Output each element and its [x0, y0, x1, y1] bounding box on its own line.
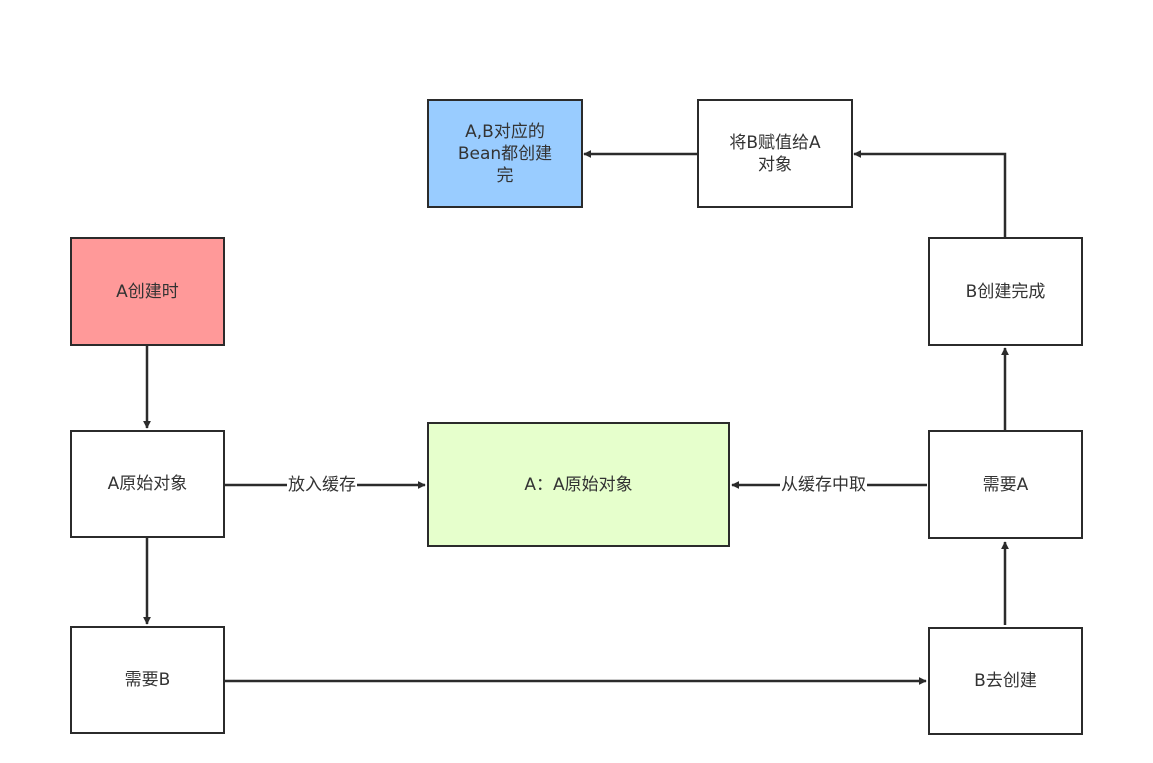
node-need-b: 需要B — [70, 626, 225, 734]
node-b-done: B创建完成 — [928, 237, 1083, 346]
edge-label-get-cache: 从缓存中取 — [780, 474, 867, 496]
node-a-create: A创建时 — [70, 237, 225, 346]
edge-b-done-to-assign — [853, 150, 1007, 237]
node-all-done: A,B对应的 Bean都创建 完 — [427, 99, 583, 208]
node-cache-a-raw: A：A原始对象 — [427, 422, 730, 547]
edge-label-put-cache: 放入缓存 — [287, 474, 357, 496]
node-assign-b-to-a: 将B赋值给A 对象 — [697, 99, 853, 208]
node-a-raw-object: A原始对象 — [70, 430, 225, 538]
node-b-create: B去创建 — [928, 627, 1083, 735]
node-need-a: 需要A — [928, 430, 1083, 539]
